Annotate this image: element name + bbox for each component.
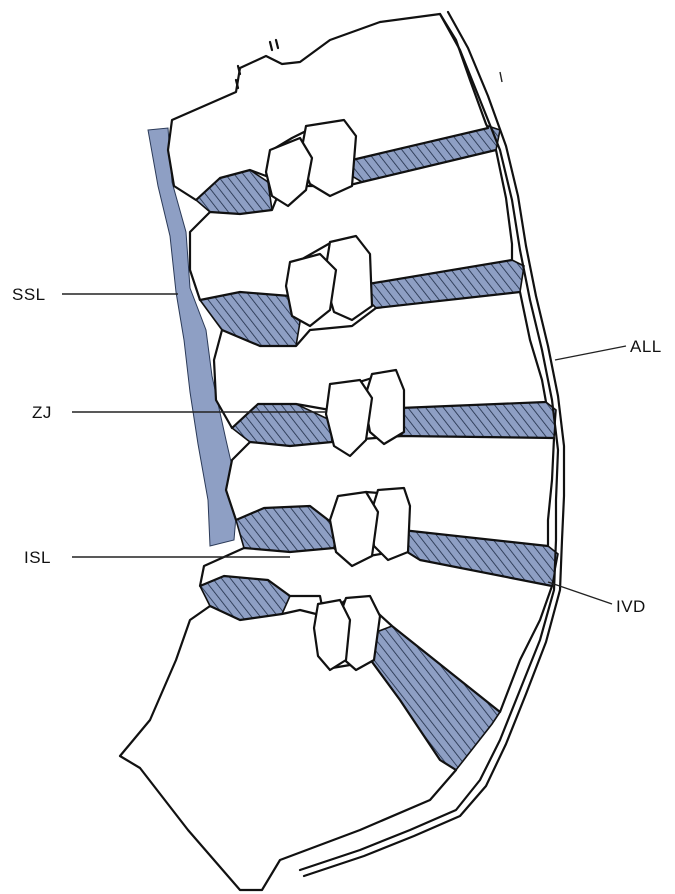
- label-all: ALL: [630, 337, 662, 356]
- label-isl: ISL: [24, 548, 51, 567]
- facet-joint-2b: [286, 254, 336, 326]
- label-ivd: IVD: [616, 597, 646, 616]
- tick-mark: [500, 72, 502, 82]
- label-zj: ZJ: [32, 403, 52, 422]
- label-ssl: SSL: [12, 285, 46, 304]
- interspinous-ligament-2: [200, 292, 300, 346]
- all-leader-line: [555, 346, 626, 360]
